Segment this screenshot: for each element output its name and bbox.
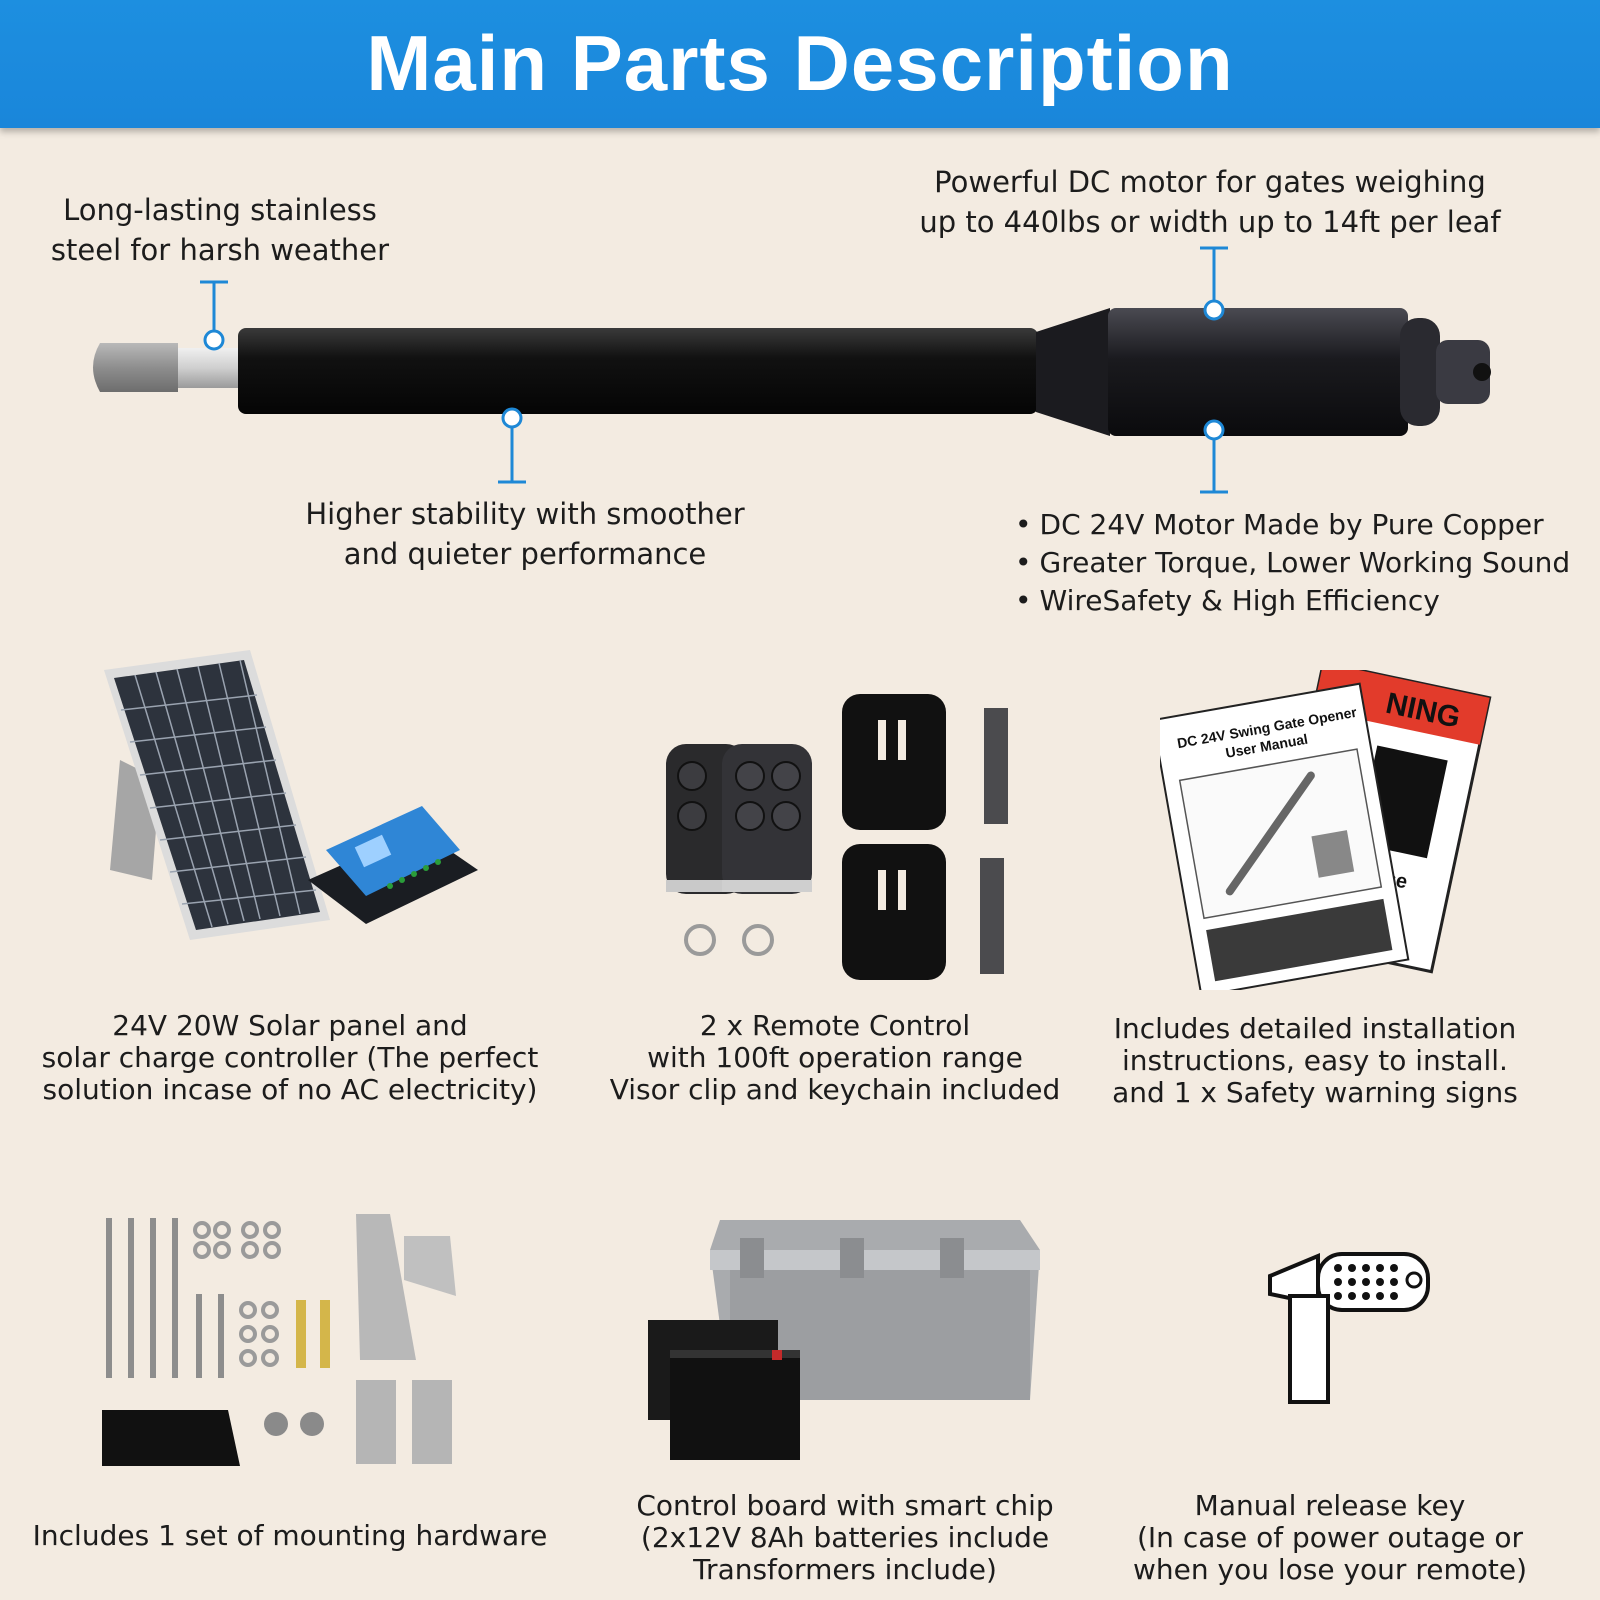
control-box-image xyxy=(648,1220,1040,1460)
motor-feature: WireSafety & High Efficiency xyxy=(1015,582,1570,620)
callout-dc-motor: Powerful DC motor for gates weighing up … xyxy=(919,165,1501,239)
callout-stability: Higher stability with smoother and quiet… xyxy=(305,497,745,571)
caption-solar-panel: 24V 20W Solar panel and solar charge con… xyxy=(41,1009,539,1106)
motor-feature: DC 24V Motor Made by Pure Copper xyxy=(1015,506,1570,544)
callout-stainless-steel: Long-lasting stainless steel for harsh w… xyxy=(50,193,390,267)
caption-control-box: Control board with smart chip (2x12V 8Ah… xyxy=(636,1489,1054,1586)
solar-panel-image xyxy=(104,650,478,940)
motor-feature: Greater Torque, Lower Working Sound xyxy=(1015,544,1571,582)
release-key-icon xyxy=(1268,1252,1430,1404)
caption-mounting-hardware: Includes 1 set of mounting hardware xyxy=(32,1519,548,1552)
header-banner: Main Parts Description xyxy=(0,0,1600,128)
user-manual-image: NING ause th DC 24V Swing Gate Opener Us… xyxy=(1160,670,1492,990)
mounting-hardware-image xyxy=(102,1214,456,1466)
caption-remote-control: 2 x Remote Control with 100ft operation … xyxy=(609,1009,1061,1106)
motor-feature-list: DC 24V Motor Made by Pure Copper Greater… xyxy=(1015,506,1571,620)
remote-controls-image xyxy=(666,694,1008,980)
caption-release-key: Manual release key (In case of power out… xyxy=(1132,1489,1527,1586)
page-title: Main Parts Description xyxy=(366,19,1234,107)
gate-opener-actuator xyxy=(93,246,1491,494)
caption-manual: Includes detailed installation instructi… xyxy=(1112,1012,1518,1109)
